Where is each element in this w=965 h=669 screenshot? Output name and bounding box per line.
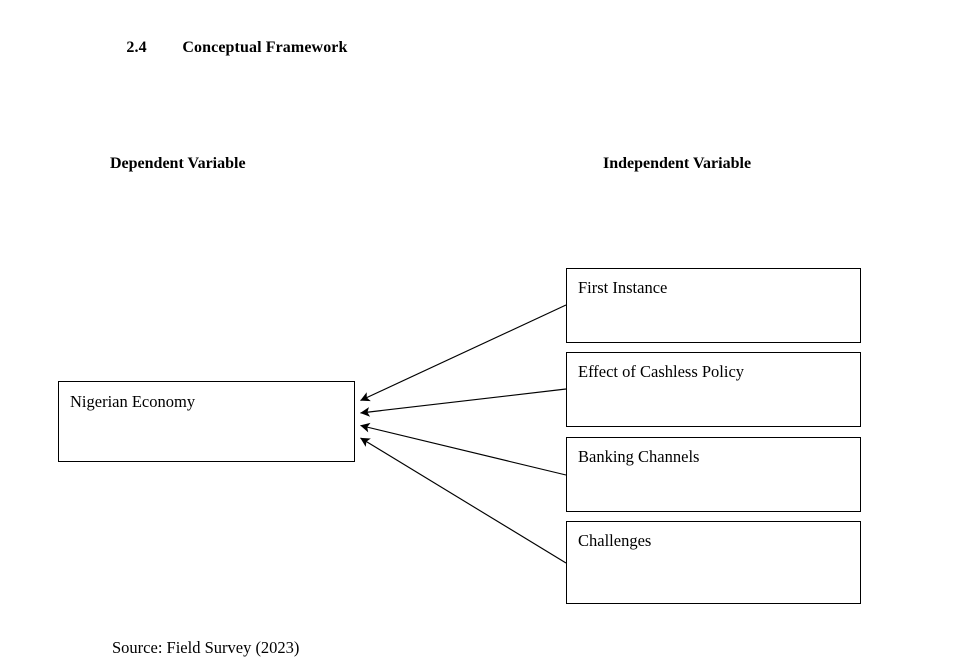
connector-banking-channels (360, 422, 567, 476)
connector-effect-of-cashless-policy (360, 388, 567, 417)
section-title-text: Conceptual Framework (182, 39, 348, 56)
node-effect-of-cashless-policy[interactable]: Effect of Cashless Policy (566, 352, 861, 427)
page-title: 2.4 Conceptual Framework (110, 21, 348, 75)
node-challenges[interactable]: Challenges (566, 521, 861, 604)
node-label: Effect of Cashless Policy (578, 362, 745, 381)
connector-challenges (360, 437, 567, 564)
connector-first-instance (360, 304, 567, 402)
dependent-variable-column-label: Dependent Variable (110, 155, 246, 172)
node-banking-channels[interactable]: Banking Channels (566, 437, 861, 512)
section-number: 2.4 (126, 39, 147, 56)
node-label: Nigerian Economy (70, 392, 196, 411)
source-caption: Source: Field Survey (2023) (112, 638, 300, 657)
node-label: Banking Channels (578, 447, 700, 466)
node-first-instance[interactable]: First Instance (566, 268, 861, 343)
node-label: Challenges (578, 531, 652, 550)
independent-variable-column-label: Independent Variable (603, 155, 752, 172)
node-nigerian-economy[interactable]: Nigerian Economy (58, 381, 355, 462)
node-label: First Instance (578, 278, 668, 297)
